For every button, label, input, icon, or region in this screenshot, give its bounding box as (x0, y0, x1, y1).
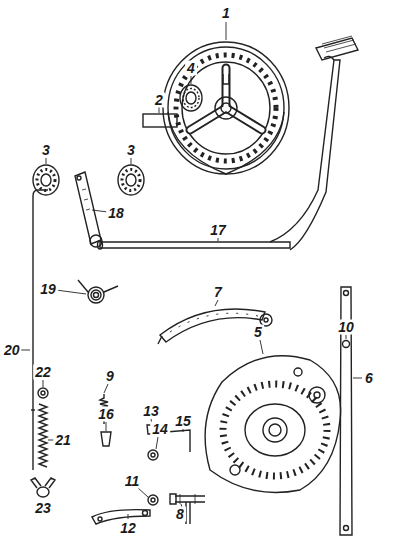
callout-number: 10 (336, 320, 356, 335)
wing-nut (31, 478, 55, 497)
callout-number: 3 (125, 143, 137, 158)
circlip (343, 341, 350, 348)
brake-lever (75, 172, 102, 247)
callout-number: 9 (104, 369, 116, 384)
callout-number: 8 (174, 507, 186, 522)
nut (38, 388, 48, 398)
callout-number: 12 (118, 521, 138, 536)
brake-pedal (98, 36, 359, 250)
callout-number: 4 (185, 61, 197, 76)
callout-number: 22 (33, 365, 53, 380)
ball-bearing (33, 165, 59, 195)
callout-number: 18 (106, 206, 126, 221)
leader-lines (14, 22, 362, 519)
brake-rod (31, 190, 48, 470)
callout-number: 3 (40, 143, 52, 158)
brake-cam (170, 494, 205, 524)
callout-number: 17 (208, 223, 228, 238)
adjuster-nut (101, 432, 111, 446)
wheel-hub (163, 42, 289, 174)
callout-number: 16 (96, 407, 116, 422)
callout-number: 21 (53, 433, 73, 448)
callout-number: 2 (153, 93, 165, 108)
callout-number: 7 (212, 285, 224, 300)
torsion-spring (78, 280, 118, 303)
callout-number: 15 (173, 414, 193, 429)
callout-number: 20 (2, 343, 22, 358)
washer (148, 495, 158, 505)
callout-number: 14 (150, 422, 170, 437)
callout-number: 11 (123, 474, 142, 489)
callout-number: 19 (38, 282, 58, 297)
callout-number: 1 (220, 6, 232, 21)
spacer-tube (143, 114, 177, 127)
coil-spring (39, 404, 47, 467)
callout-number: 6 (363, 371, 375, 386)
ball-bearing (118, 165, 144, 195)
callout-number: 13 (141, 404, 161, 419)
washer (148, 450, 158, 460)
brake-shoe (158, 309, 272, 344)
callout-number: 23 (33, 501, 53, 516)
brake-backplate (205, 356, 341, 493)
oil-seal (180, 85, 202, 111)
callout-number: 5 (252, 325, 264, 340)
